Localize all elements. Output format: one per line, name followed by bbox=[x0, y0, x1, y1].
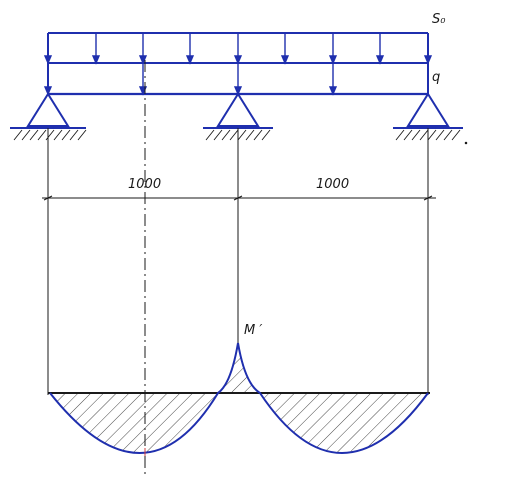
moment-diagram bbox=[48, 342, 430, 456]
snow-arrow bbox=[138, 33, 148, 65]
snow-arrow bbox=[233, 33, 243, 65]
dimension-lines bbox=[42, 128, 436, 395]
support-moment-label: M ′ bbox=[244, 323, 262, 338]
snow-load-label: S₀ bbox=[432, 12, 446, 27]
snow-arrow bbox=[375, 33, 385, 65]
supports bbox=[10, 92, 463, 129]
ground-hatching bbox=[13, 129, 468, 145]
snow-arrow bbox=[280, 33, 290, 65]
q-load-arrows bbox=[43, 63, 338, 96]
q-arrow bbox=[328, 63, 338, 96]
span-right-label: 1000 bbox=[316, 177, 349, 192]
support-left bbox=[10, 92, 86, 129]
snow-arrow bbox=[423, 33, 433, 65]
q-arrow bbox=[43, 63, 53, 96]
q-arrow bbox=[233, 63, 243, 96]
snow-arrow bbox=[185, 33, 195, 65]
snow-arrow bbox=[91, 33, 101, 65]
q-load-label: q bbox=[432, 70, 440, 85]
snow-load-arrows bbox=[43, 33, 433, 65]
snow-arrow bbox=[328, 33, 338, 65]
support-right bbox=[393, 92, 463, 129]
moment-curve bbox=[49, 342, 429, 454]
span-left-label: 1000 bbox=[128, 177, 161, 192]
snow-arrow bbox=[43, 33, 53, 65]
support-middle bbox=[203, 92, 273, 129]
